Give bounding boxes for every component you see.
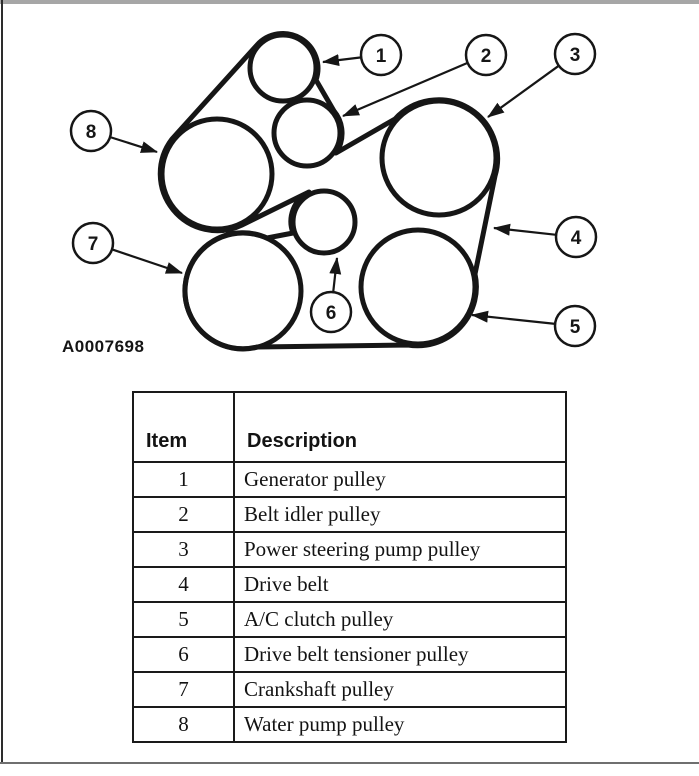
table-row: 2 Belt idler pulley — [132, 496, 567, 533]
generator-pulley — [247, 32, 319, 104]
callout-arrow-2 — [342, 62, 468, 118]
description-cell: Drive belt tensioner pulley — [233, 636, 567, 673]
callout-number-2: 2 — [481, 46, 492, 67]
description-cell: Belt idler pulley — [233, 496, 567, 533]
item-cell: 1 — [132, 461, 235, 498]
item-cell: 4 — [132, 566, 235, 603]
callout-arrow-5 — [471, 310, 555, 325]
callout-number-1: 1 — [376, 46, 387, 67]
table-row: 6 Drive belt tensioner pulley — [132, 636, 567, 673]
item-cell: 2 — [132, 496, 235, 533]
page-left-rule — [1, 0, 3, 764]
callout-circle-8 — [69, 109, 113, 153]
callout-arrow-1 — [322, 54, 361, 67]
callout-circle-7 — [71, 221, 115, 265]
callout-circle-5 — [553, 304, 597, 348]
description-cell: Generator pulley — [233, 461, 567, 498]
item-cell: 7 — [132, 671, 235, 708]
description-cell: Water pump pulley — [233, 706, 567, 743]
water-pump-pulley — [159, 116, 275, 232]
callout-number-4: 4 — [571, 228, 582, 249]
callout-number-8: 8 — [86, 122, 97, 143]
callout-circle-4 — [554, 215, 598, 259]
callout-circle-6 — [309, 290, 353, 334]
table-row: 8 Water pump pulley — [132, 706, 567, 743]
legend-table: Item Description 1 Generator pulley 2 Be… — [132, 391, 567, 743]
belt-idler-pulley — [271, 97, 343, 169]
description-cell: Drive belt — [233, 566, 567, 603]
callout-number-6: 6 — [326, 303, 337, 324]
callout-number-5: 5 — [570, 317, 581, 338]
table-row: 3 Power steering pump pulley — [132, 531, 567, 568]
description-cell: Power steering pump pulley — [233, 531, 567, 568]
callout-arrow-7 — [112, 248, 183, 275]
description-cell: Crankshaft pulley — [233, 671, 567, 708]
belt-routing-diagram: 1 2 3 4 5 6 7 8 A0007698 — [0, 6, 699, 376]
item-cell: 3 — [132, 531, 235, 568]
callout-arrow-3 — [487, 65, 559, 118]
description-column-header: Description — [233, 391, 567, 463]
callout-arrow-4 — [493, 223, 556, 236]
callout-arrow-8 — [110, 136, 158, 154]
power-steering-pump-pulley — [379, 98, 499, 218]
item-cell: 5 — [132, 601, 235, 638]
drive-belt-tensioner-pulley — [290, 188, 358, 256]
table-row: 5 A/C clutch pulley — [132, 601, 567, 638]
item-column-header: Item — [132, 391, 235, 463]
page-top-rule — [0, 0, 699, 4]
callout-circle-1 — [359, 33, 403, 77]
table-row: 4 Drive belt — [132, 566, 567, 603]
callout-circle-3 — [553, 32, 597, 76]
figure-id-label: A0007698 — [62, 337, 145, 356]
callout-circle-2 — [464, 33, 508, 77]
page-bottom-rule — [0, 762, 699, 764]
callout-arrow-6 — [329, 257, 342, 292]
item-cell: 8 — [132, 706, 235, 743]
callout-number-7: 7 — [88, 234, 99, 255]
ac-clutch-pulley — [358, 227, 478, 347]
callout-number-3: 3 — [570, 45, 581, 66]
table-row: 1 Generator pulley — [132, 461, 567, 498]
table-row: 7 Crankshaft pulley — [132, 671, 567, 708]
item-cell: 6 — [132, 636, 235, 673]
description-cell: A/C clutch pulley — [233, 601, 567, 638]
belt-routing-svg: 1 2 3 4 5 6 7 8 — [69, 30, 598, 352]
legend-header-row: Item Description — [132, 391, 567, 463]
crankshaft-pulley — [182, 230, 304, 352]
